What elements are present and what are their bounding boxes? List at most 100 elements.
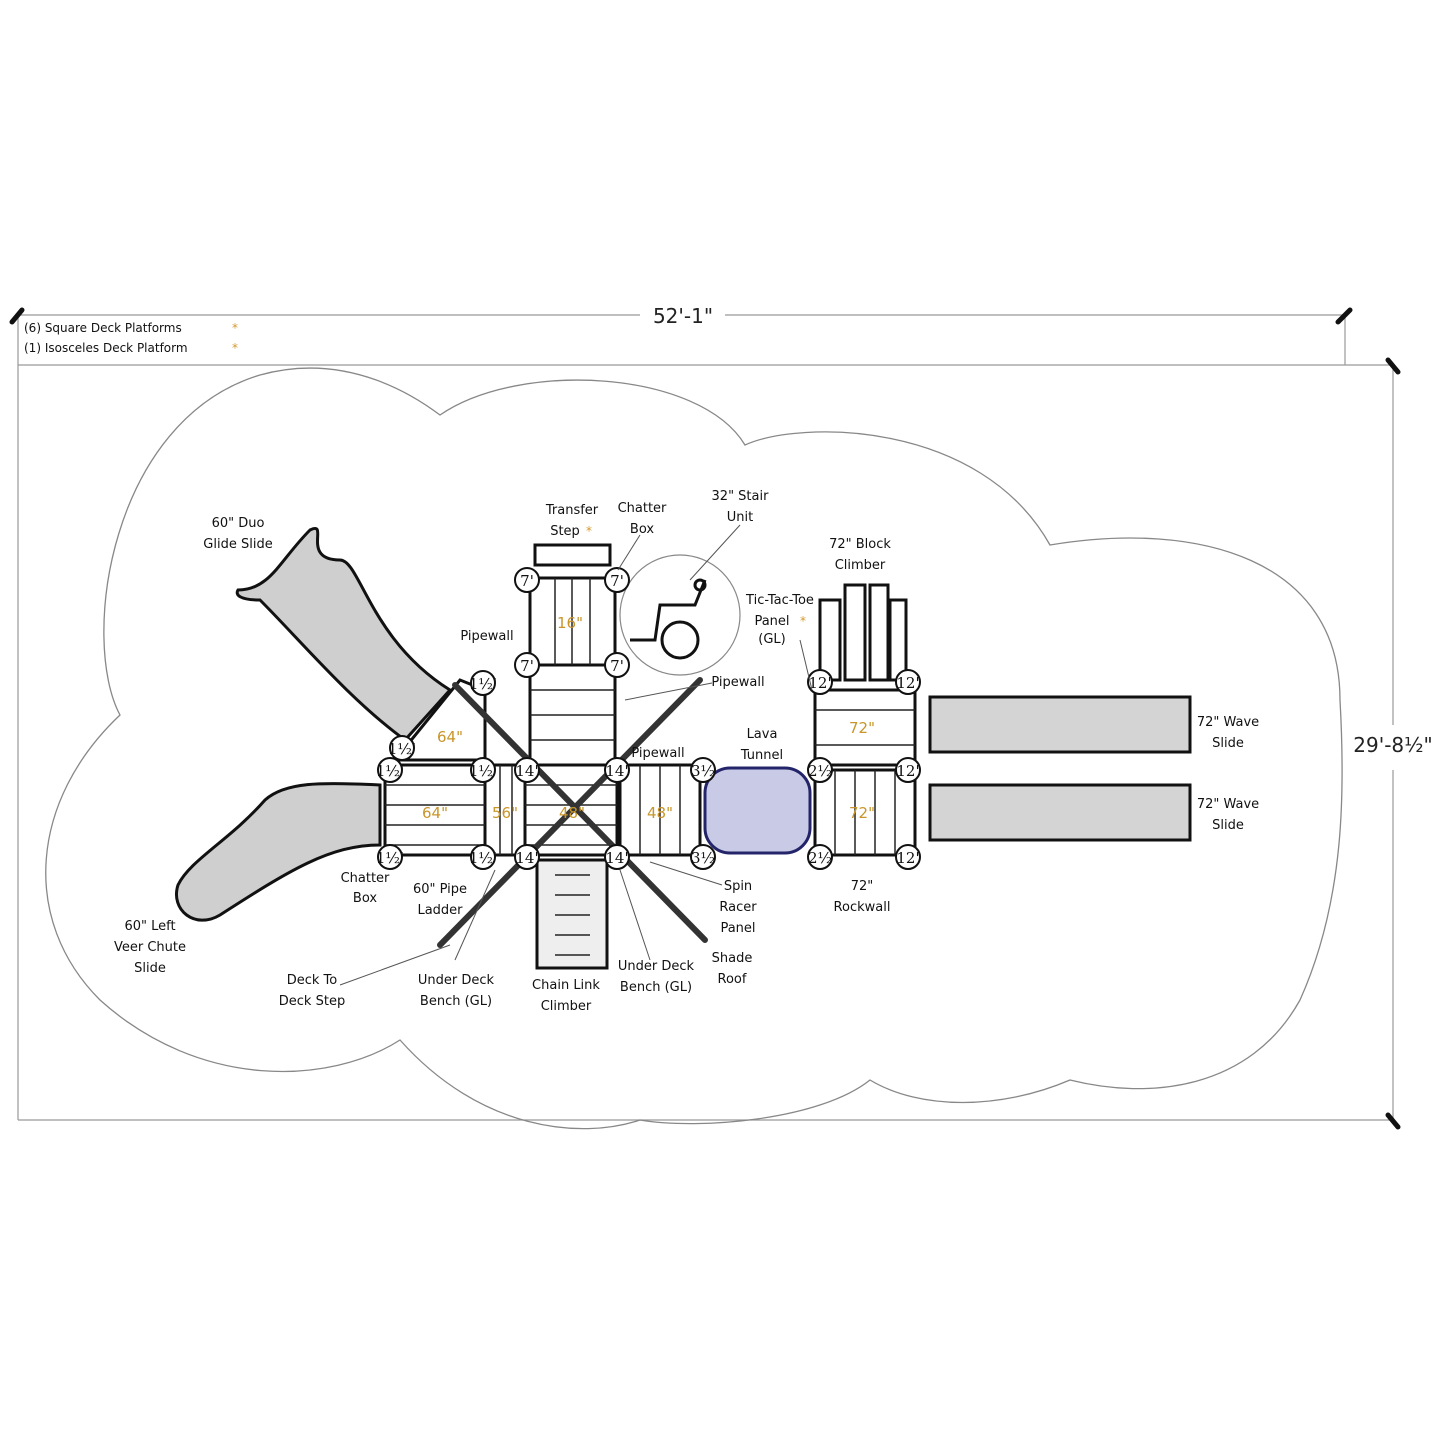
safety-zone-outline bbox=[45, 367, 1343, 1130]
leader-lines bbox=[339, 524, 813, 986]
svg-text:Chain Link: Chain Link bbox=[532, 978, 600, 993]
svg-text:Box: Box bbox=[353, 891, 377, 906]
label-pipewall-right: Pipewall bbox=[711, 675, 764, 690]
svg-text:7': 7' bbox=[610, 572, 624, 590]
svg-text:14': 14' bbox=[605, 849, 628, 867]
svg-text:3½: 3½ bbox=[691, 762, 715, 780]
deck-size-48-center: 48" bbox=[559, 804, 585, 822]
svg-text:1½': 1½' bbox=[388, 740, 416, 758]
deck-size-72-bottom: 72" bbox=[849, 804, 875, 822]
star-icon: * bbox=[232, 321, 238, 335]
chain-link-climber bbox=[535, 858, 609, 970]
svg-text:14': 14' bbox=[515, 762, 538, 780]
svg-text:1½': 1½' bbox=[469, 849, 497, 867]
star-icon: * bbox=[232, 341, 238, 355]
svg-text:Slide: Slide bbox=[1212, 818, 1244, 833]
svg-text:12': 12' bbox=[896, 762, 919, 780]
note-isosceles-deck: (1) Isosceles Deck Platform bbox=[24, 341, 188, 355]
deck-size-72-top: 72" bbox=[849, 719, 875, 737]
svg-text:Lava: Lava bbox=[747, 727, 778, 742]
svg-text:Bench (GL): Bench (GL) bbox=[620, 980, 692, 995]
transfer-planks bbox=[554, 578, 591, 665]
svg-text:Slide: Slide bbox=[134, 961, 166, 976]
label-rockwall: 72" Rockwall bbox=[834, 879, 891, 915]
block-climber bbox=[818, 583, 908, 682]
posts: 7'7' 7'7' 1½'1½' 1½'1½' 1½'1½' 14'14' 14… bbox=[376, 567, 921, 870]
svg-text:12': 12' bbox=[808, 674, 831, 692]
veer-chute-slide bbox=[175, 782, 382, 922]
dimension-ticks bbox=[9, 307, 1401, 1130]
svg-text:Ladder: Ladder bbox=[417, 903, 463, 918]
stair-turn-radius bbox=[619, 554, 741, 676]
deck-size-48-right: 48" bbox=[647, 804, 673, 822]
lava-tunnel bbox=[703, 766, 812, 855]
svg-text:12': 12' bbox=[896, 674, 919, 692]
svg-text:Chatter: Chatter bbox=[618, 501, 667, 516]
svg-text:7': 7' bbox=[520, 572, 534, 590]
svg-text:Rockwall: Rockwall bbox=[834, 900, 891, 915]
svg-text:14': 14' bbox=[515, 849, 538, 867]
svg-text:72" Block: 72" Block bbox=[829, 537, 891, 552]
svg-text:1½': 1½' bbox=[376, 762, 404, 780]
svg-text:Climber: Climber bbox=[835, 558, 886, 573]
svg-text:7': 7' bbox=[610, 657, 624, 675]
svg-text:12': 12' bbox=[896, 849, 919, 867]
note-square-decks: (6) Square Deck Platforms bbox=[24, 321, 182, 335]
svg-text:Tunnel: Tunnel bbox=[740, 748, 783, 763]
svg-text:Under Deck: Under Deck bbox=[418, 973, 495, 988]
svg-text:32" Stair: 32" Stair bbox=[712, 489, 770, 504]
svg-text:1½': 1½' bbox=[469, 762, 497, 780]
svg-text:Pipewall: Pipewall bbox=[460, 629, 513, 644]
svg-text:72" Wave: 72" Wave bbox=[1197, 715, 1259, 730]
wheelchair-icon bbox=[630, 578, 707, 660]
wave-slide-1 bbox=[928, 695, 1192, 754]
deck-size-64: 64" bbox=[422, 804, 448, 822]
svg-text:Pipewall: Pipewall bbox=[711, 675, 764, 690]
label-pipewall-mid: Pipewall bbox=[631, 746, 684, 761]
svg-text:7': 7' bbox=[520, 657, 534, 675]
svg-text:72" Wave: 72" Wave bbox=[1197, 797, 1259, 812]
svg-text:Climber: Climber bbox=[541, 999, 592, 1014]
deck-64 bbox=[383, 763, 487, 857]
deck-72-bottom bbox=[813, 768, 917, 857]
svg-text:Slide: Slide bbox=[1212, 736, 1244, 751]
svg-text:Transfer: Transfer bbox=[545, 503, 599, 518]
svg-text:Deck Step: Deck Step bbox=[279, 994, 345, 1009]
svg-text:2½: 2½ bbox=[808, 762, 832, 780]
svg-text:72": 72" bbox=[851, 879, 874, 894]
climber-rungs bbox=[555, 874, 590, 956]
deck-size-iso-64: 64" bbox=[437, 728, 463, 746]
svg-text:3½: 3½ bbox=[691, 849, 715, 867]
svg-text:60" Duo: 60" Duo bbox=[212, 516, 265, 531]
svg-text:Pipewall: Pipewall bbox=[631, 746, 684, 761]
svg-text:*: * bbox=[800, 614, 806, 628]
svg-text:1½': 1½' bbox=[469, 675, 497, 693]
wave-slide-2 bbox=[928, 783, 1192, 842]
svg-text:Panel: Panel bbox=[754, 614, 789, 629]
svg-text:Spin: Spin bbox=[724, 879, 752, 894]
width-dimension bbox=[17, 314, 1394, 1121]
svg-text:Glide Slide: Glide Slide bbox=[203, 537, 272, 552]
svg-text:Panel: Panel bbox=[720, 921, 755, 936]
shade-roof bbox=[437, 677, 708, 948]
transfer-step bbox=[533, 543, 612, 567]
svg-text:Step: Step bbox=[550, 524, 580, 539]
duo-glide-slide bbox=[235, 526, 453, 743]
